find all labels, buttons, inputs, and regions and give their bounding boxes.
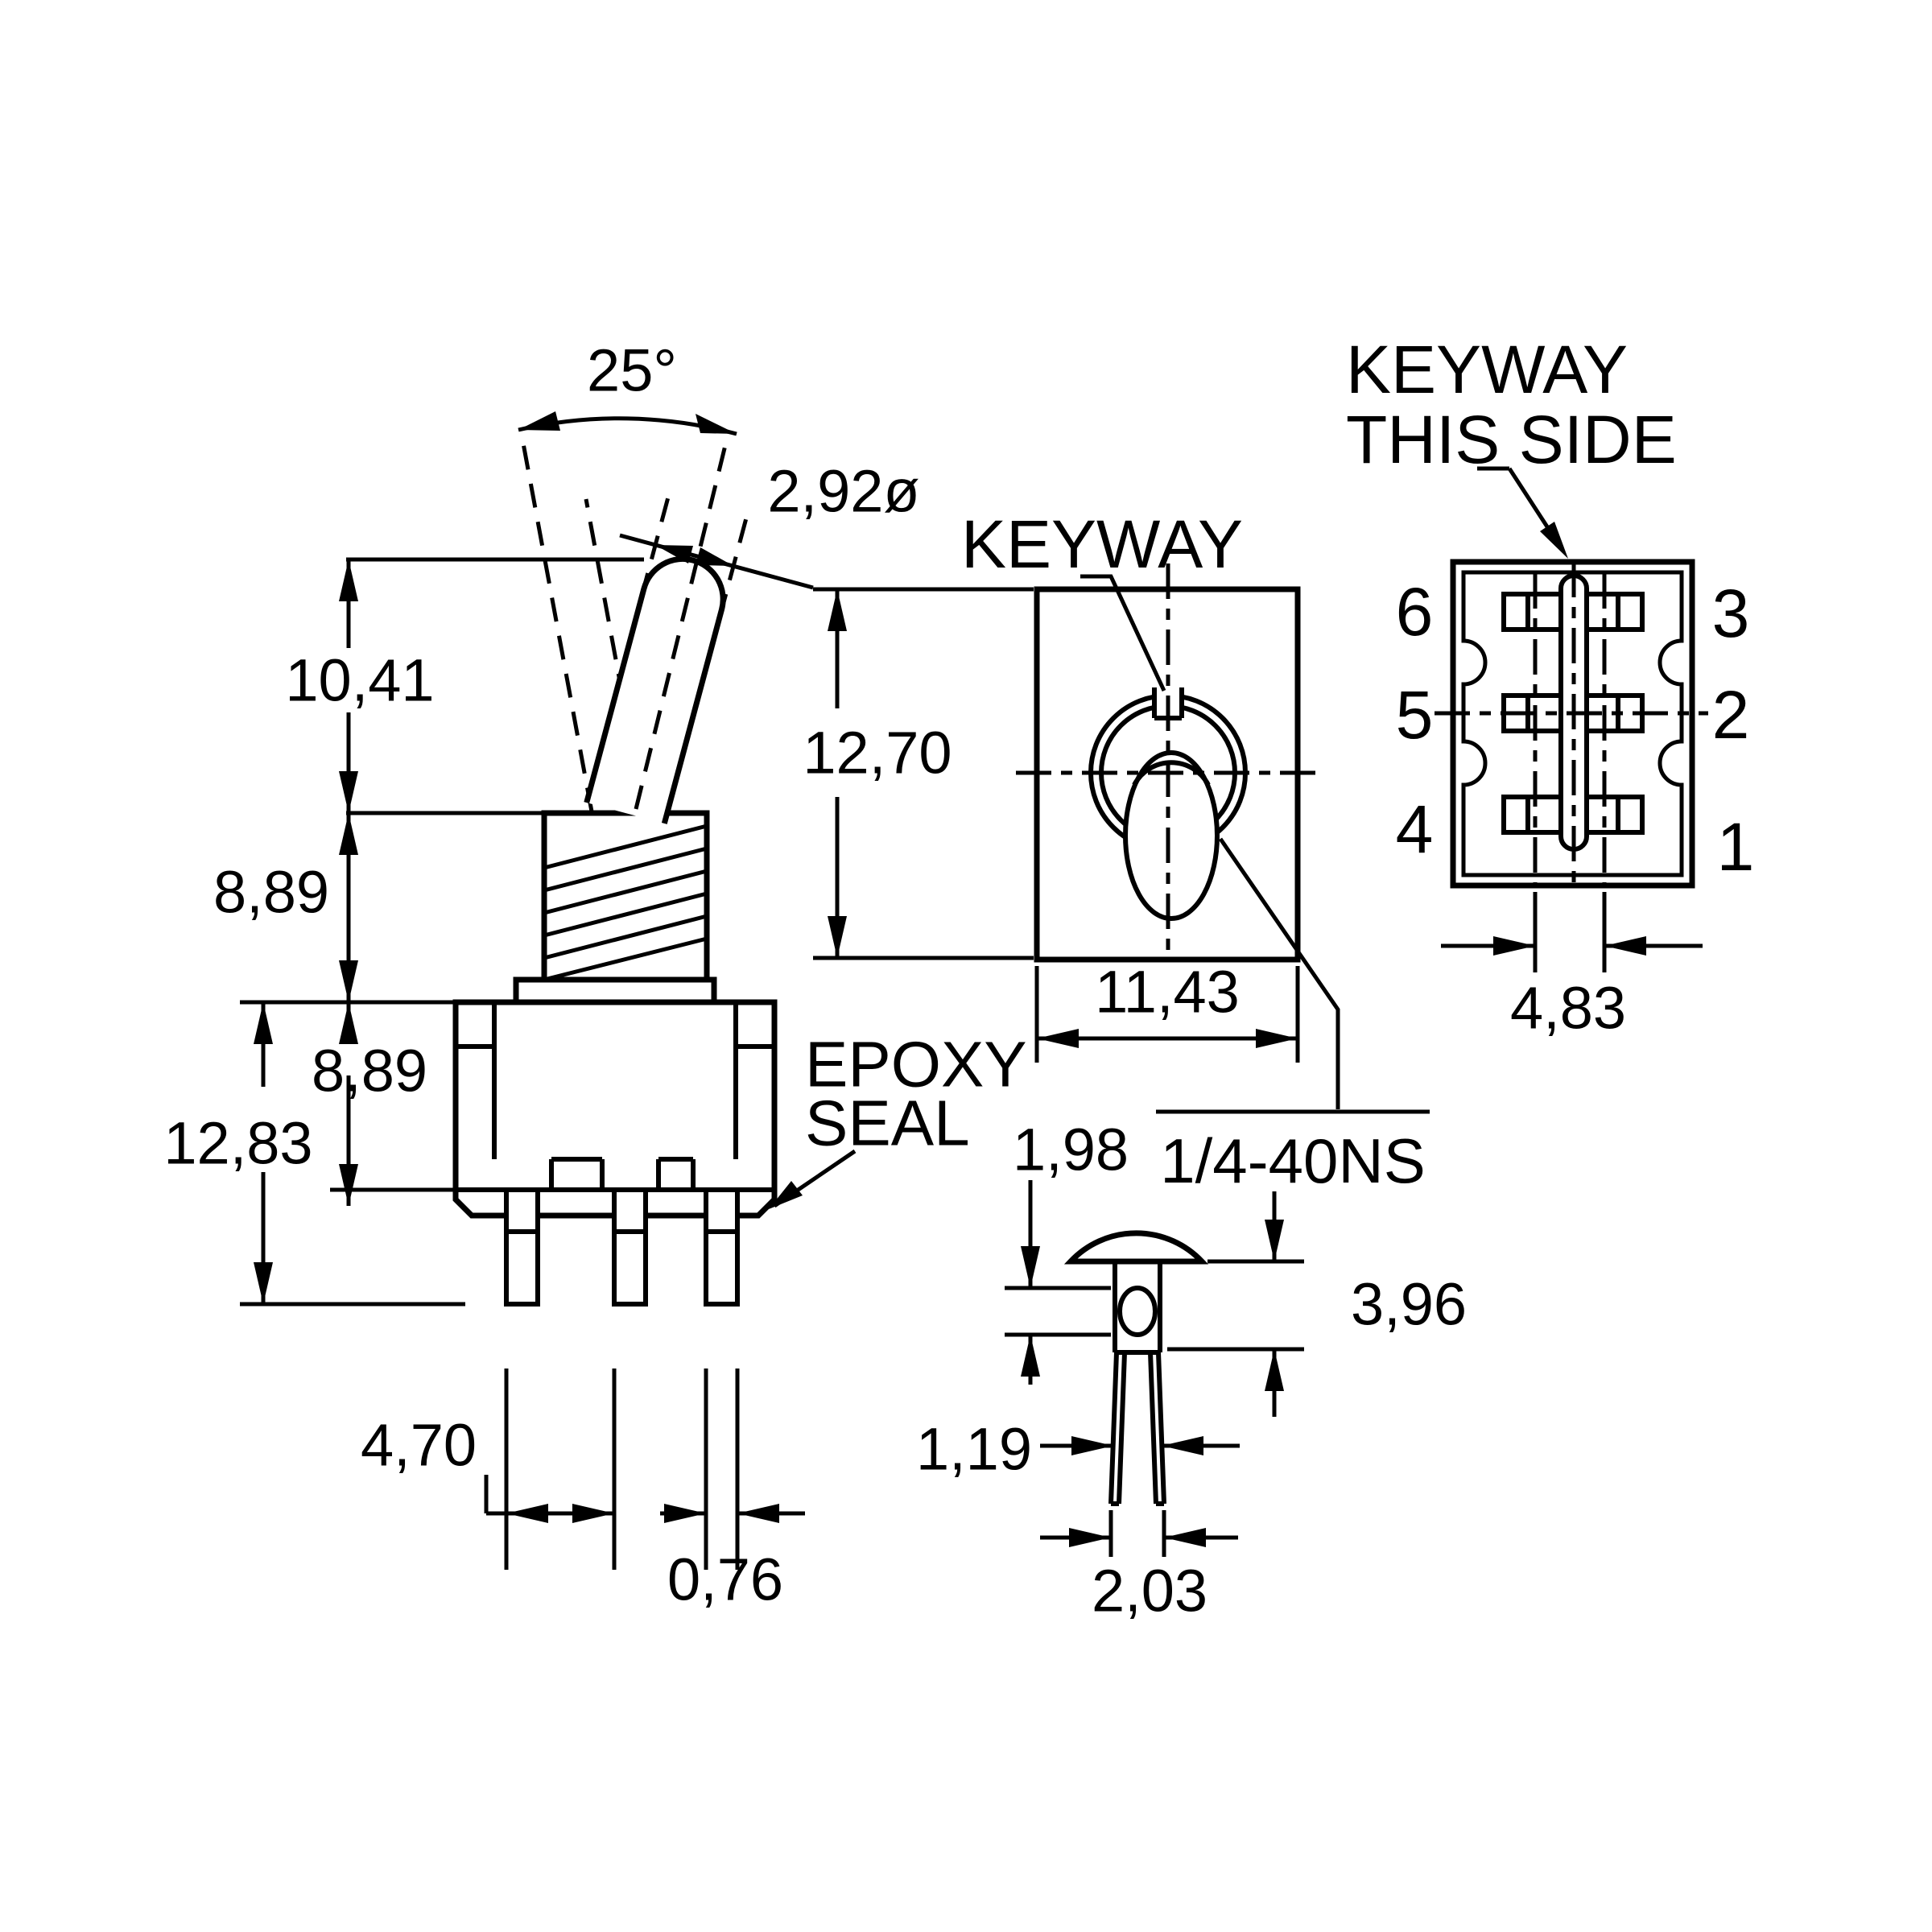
switch-body bbox=[452, 999, 778, 1219]
pin-pitch-label: 4,70 bbox=[361, 1412, 477, 1479]
terminal-view: 4,83 6 5 4 3 2 1 KEYWAY THIS SIDE bbox=[1346, 332, 1754, 1042]
pin-pitch-dimension bbox=[484, 1368, 805, 1570]
keyway-side-leader bbox=[1477, 466, 1568, 559]
terminal-4: 4 bbox=[1396, 791, 1434, 867]
cutout-height-dimension bbox=[813, 587, 1034, 960]
keyway-label: KEYWAY bbox=[961, 506, 1243, 582]
hole-spacing-label: 4,83 bbox=[1510, 975, 1626, 1042]
base-inner-contour bbox=[1461, 570, 1684, 877]
threaded-bushing bbox=[513, 810, 717, 1005]
pin-hole bbox=[1117, 1286, 1158, 1337]
terminal-5: 5 bbox=[1396, 677, 1434, 753]
thread-label: 1/4-40NS bbox=[1160, 1125, 1426, 1196]
pin-spread-dimension bbox=[1040, 1510, 1238, 1557]
terminal-pins-side bbox=[504, 1187, 740, 1307]
pin-head bbox=[1063, 1230, 1209, 1265]
lever-ball-arc bbox=[1132, 760, 1211, 786]
cutout-height-label: 12,70 bbox=[803, 720, 952, 786]
epoxy-label-line1: EPOXY bbox=[805, 1029, 1027, 1100]
pin-width-label: 0,76 bbox=[667, 1546, 783, 1613]
pin-shank bbox=[1113, 1261, 1162, 1355]
height-dimension-lines bbox=[254, 559, 358, 1304]
actuator-centerline bbox=[634, 438, 729, 810]
body-height-dim: 12,83 bbox=[163, 1110, 312, 1177]
bushing-height-dim: 8,89 bbox=[213, 859, 329, 926]
hole-length-label: 1,98 bbox=[1013, 1117, 1129, 1183]
hole-spacing-dimension bbox=[1441, 936, 1703, 956]
keyway-leader bbox=[1080, 574, 1166, 692]
lever-front bbox=[1123, 750, 1220, 921]
actuator-dia-dimension bbox=[619, 493, 814, 618]
pin-legs bbox=[1108, 1352, 1166, 1506]
actuator-lever bbox=[584, 555, 726, 824]
body-upper-height-dim: 8,89 bbox=[312, 1038, 427, 1104]
crimp-length-dimension bbox=[1167, 1191, 1304, 1417]
epoxy-label-line2: SEAL bbox=[805, 1088, 970, 1159]
actuator-height-dim: 10,41 bbox=[285, 647, 434, 714]
pin-detail-view: 1,98 3,96 1,19 2,03 bbox=[916, 1117, 1467, 1624]
epoxy-seal-callout bbox=[769, 1149, 857, 1209]
keyway-side-label-line2: THIS SIDE bbox=[1346, 402, 1677, 477]
terminal-6: 6 bbox=[1396, 574, 1434, 650]
cutout-width-dimension bbox=[1034, 966, 1300, 1063]
terminal-2: 2 bbox=[1712, 677, 1750, 753]
throw-angle-label: 25° bbox=[587, 337, 677, 404]
pin-spread-label: 2,03 bbox=[1092, 1558, 1208, 1624]
bushing-flange bbox=[513, 976, 717, 1005]
cutout-width-label: 11,43 bbox=[1095, 959, 1240, 1026]
crimp-length-label: 3,96 bbox=[1351, 1271, 1467, 1338]
side-view: 10,41 8,89 8,89 12,83 25° bbox=[163, 337, 1026, 1613]
throw-angle-dimension bbox=[518, 411, 737, 436]
pin-gap-label: 1,19 bbox=[916, 1416, 1032, 1483]
hole-centerlines bbox=[1435, 562, 1708, 972]
actuator-dia-label: 2,92ø bbox=[767, 458, 919, 525]
keyway-side-label-line1: KEYWAY bbox=[1346, 332, 1628, 407]
pin-gap-dimension bbox=[1040, 1436, 1240, 1455]
thread-callout bbox=[1156, 837, 1430, 1114]
terminal-1: 1 bbox=[1717, 809, 1755, 885]
terminal-3: 3 bbox=[1712, 576, 1750, 651]
hole-length-dimension bbox=[1005, 1180, 1111, 1385]
front-view: KEYWAY 12,70 11,43 1/4-40NS bbox=[803, 506, 1430, 1196]
